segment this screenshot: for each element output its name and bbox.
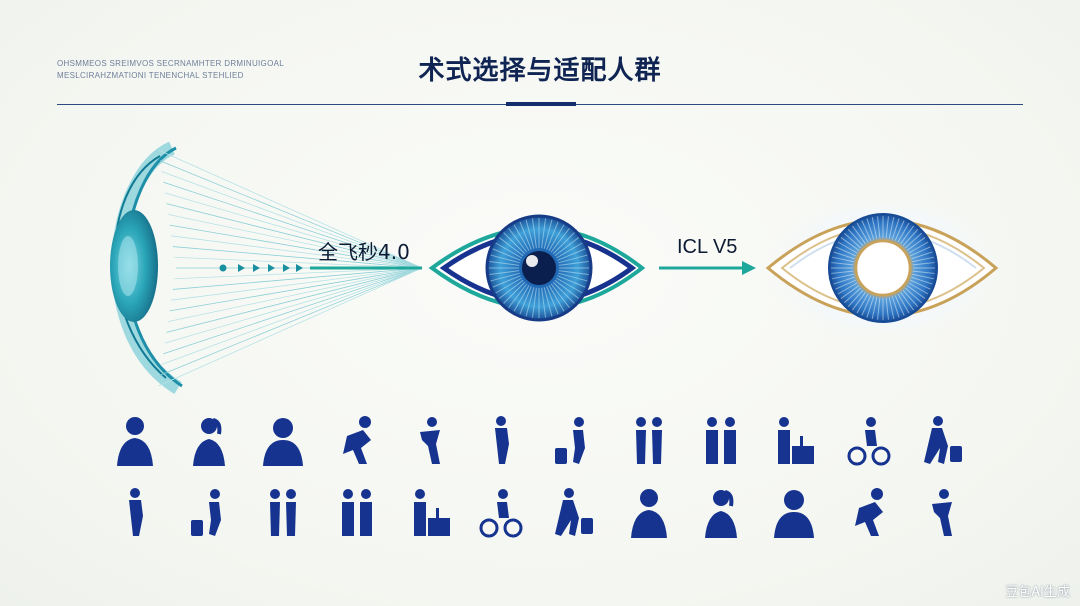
laser-cone bbox=[158, 149, 423, 387]
sprinter-icon bbox=[333, 414, 381, 470]
corner-caption-line-1: OHSMMEOS SREIMVOS SECRNAMHTER DRMINUIGOA… bbox=[57, 59, 284, 68]
elderly-couple-icon bbox=[185, 486, 233, 542]
couple-standing-icon bbox=[697, 414, 745, 470]
family-icon bbox=[549, 486, 597, 542]
walker-suitcase-icon bbox=[918, 414, 966, 470]
page-title: 术式选择与适配人群 bbox=[418, 56, 662, 86]
man-portrait-icon bbox=[259, 414, 307, 470]
dancer-icon bbox=[918, 486, 966, 542]
people-icons-row-2 bbox=[0, 486, 1080, 546]
runner-icon bbox=[406, 414, 454, 470]
traveler-luggage-icon bbox=[549, 414, 597, 470]
laser-beam-arrows bbox=[219, 264, 422, 272]
pair-walking-icon bbox=[625, 486, 673, 542]
procedure-label-smile: 全飞秒4.0 bbox=[318, 240, 410, 264]
cornea-illustration bbox=[110, 141, 183, 394]
couple-icon bbox=[625, 414, 673, 470]
corner-caption-line-2: MESLCIRAHZMATIONI TENENCHAL STEHLIED bbox=[57, 71, 244, 80]
worker-desk-icon bbox=[770, 414, 818, 470]
cyclist-icon bbox=[845, 414, 893, 470]
traveler-bag-icon bbox=[333, 486, 381, 542]
woman-ponytail-icon bbox=[185, 414, 233, 470]
athlete-icon bbox=[406, 486, 454, 542]
adult-child-icon bbox=[697, 486, 745, 542]
title-divider-accent bbox=[506, 102, 576, 106]
walker-cart-icon bbox=[770, 486, 818, 542]
watermark: 豆包AI生成 bbox=[1005, 585, 1070, 600]
woman-portrait-icon bbox=[111, 414, 159, 470]
jogger-icon bbox=[477, 414, 525, 470]
elder-cane-icon bbox=[259, 486, 307, 542]
woman-standing-icon bbox=[477, 486, 525, 542]
corner-caption: OHSMMEOS SREIMVOS SECRNAMHTER DRMINUIGOA… bbox=[57, 58, 284, 82]
people-icons-row-1 bbox=[0, 414, 1080, 474]
eye-icl-illustration bbox=[758, 188, 1008, 348]
person-box-icon bbox=[845, 486, 893, 542]
procedure-label-icl: ICL V5 bbox=[677, 236, 738, 258]
eye-center-illustration bbox=[428, 214, 646, 322]
icl-arrow bbox=[659, 261, 756, 275]
person-reading-icon bbox=[111, 486, 159, 542]
